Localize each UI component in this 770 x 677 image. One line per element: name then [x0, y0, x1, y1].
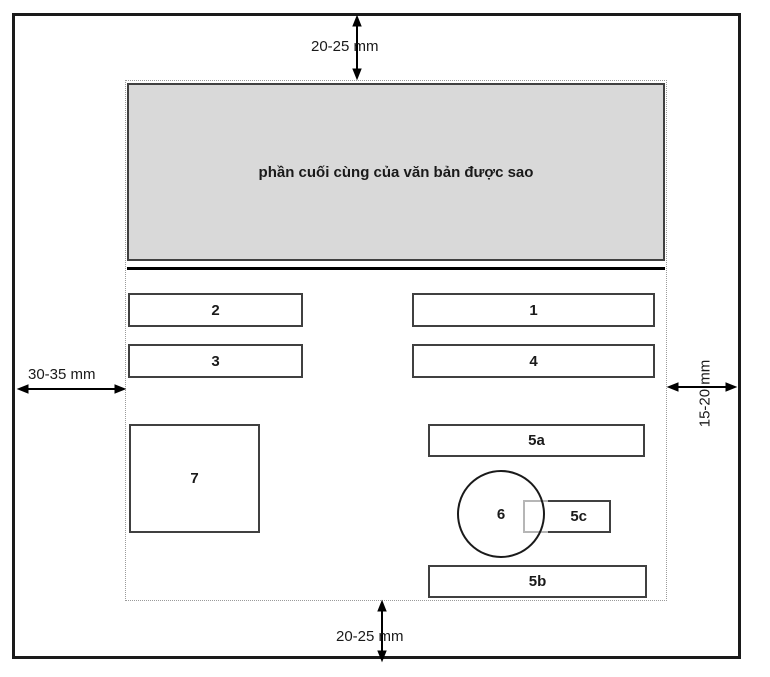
- block-7-label: 7: [190, 470, 199, 487]
- block-3: 3: [128, 344, 303, 378]
- margin-top-label: 20-25 mm: [311, 38, 379, 55]
- stamp-circle-6: 6: [457, 470, 545, 558]
- copied-text-block: phần cuối cùng của văn bản được sao: [127, 83, 665, 261]
- block-5b: 5b: [428, 565, 647, 598]
- margin-left-label: 30-35 mm: [28, 366, 96, 383]
- block-5a: 5a: [428, 424, 645, 457]
- block-3-label: 3: [211, 352, 220, 370]
- block-1-label: 1: [529, 301, 538, 319]
- block-1: 1: [412, 293, 655, 327]
- block-5c-label: 5c: [570, 508, 587, 525]
- margin-right-label: 15-20 mm: [696, 359, 714, 428]
- margin-bottom-label: 20-25 mm: [336, 628, 404, 645]
- block-4: 4: [412, 344, 655, 378]
- block-5b-label: 5b: [528, 573, 547, 590]
- block-5a-label: 5a: [528, 432, 545, 449]
- block-2: 2: [128, 293, 303, 327]
- circle-6-label: 6: [496, 505, 506, 523]
- block-4-label: 4: [529, 352, 538, 370]
- block-7: 7: [129, 424, 260, 533]
- block-2-label: 2: [211, 301, 220, 319]
- copied-text-label: phần cuối cùng của văn bản được sao: [258, 163, 534, 181]
- separator-line: [127, 267, 665, 270]
